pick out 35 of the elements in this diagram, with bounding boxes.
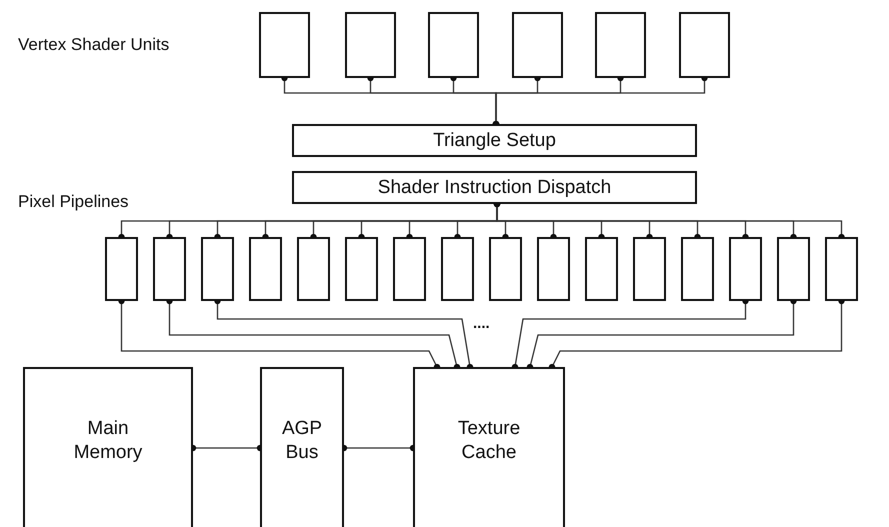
pipeline-box <box>729 237 762 301</box>
pipeline-box <box>105 237 138 301</box>
pipeline-box <box>201 237 234 301</box>
ellipsis-label: .... <box>473 315 490 332</box>
pipeline-box <box>537 237 570 301</box>
bus-box <box>260 367 344 527</box>
shader-unit-box <box>259 12 310 78</box>
pipeline-box <box>633 237 666 301</box>
shader-unit-box <box>428 12 479 78</box>
process-box <box>292 171 697 204</box>
pipeline-box <box>297 237 330 301</box>
box-label: Main Memory <box>72 417 144 464</box>
pipeline-box <box>153 237 186 301</box>
box-label: Texture Cache <box>456 417 522 464</box>
pipeline-box <box>249 237 282 301</box>
pipeline-box <box>489 237 522 301</box>
shader-unit-box <box>512 12 563 78</box>
cache-box <box>413 367 565 527</box>
pipeline-box <box>345 237 378 301</box>
pipeline-box <box>777 237 810 301</box>
shader-unit-box <box>679 12 730 78</box>
pipeline-box <box>393 237 426 301</box>
pipeline-box <box>681 237 714 301</box>
pipeline-box <box>441 237 474 301</box>
box-label: Shader Instruction Dispatch <box>378 176 612 200</box>
group-label: Pixel Pipelines <box>18 192 129 212</box>
pipeline-box <box>825 237 858 301</box>
box-label: AGP Bus <box>280 417 324 464</box>
process-box <box>292 124 697 157</box>
group-label: Vertex Shader Units <box>18 35 170 55</box>
memory-box <box>23 367 193 527</box>
shader-unit-box <box>595 12 646 78</box>
shader-unit-box <box>345 12 396 78</box>
pipeline-box <box>585 237 618 301</box>
box-label: Triangle Setup <box>433 128 556 152</box>
